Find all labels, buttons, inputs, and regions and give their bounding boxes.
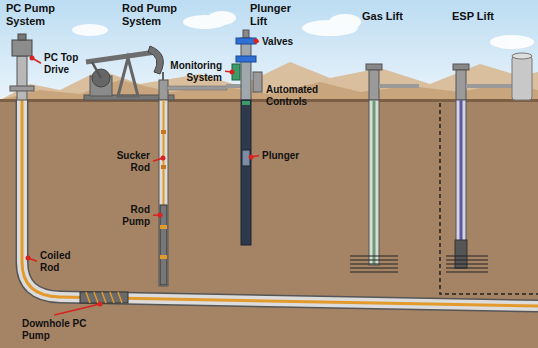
pc-pump-well: [22, 100, 538, 306]
pc-pump-well: [22, 100, 538, 306]
pc-pump-well: [22, 100, 538, 306]
pumpjack: [84, 46, 174, 100]
pc-top-drive: [10, 34, 34, 100]
system-heading: PC Pump System: [6, 2, 62, 27]
esp-lift-well: [446, 53, 532, 272]
leader-dot: [161, 156, 166, 161]
gas-lift-well: [373, 100, 376, 265]
part-label: Monitoring System: [164, 60, 222, 83]
part-label: Sucker Rod: [112, 150, 150, 173]
rod-pump-well: [163, 100, 165, 205]
part-label: PC Top Drive: [44, 52, 84, 75]
leader-dot: [158, 213, 163, 218]
rod-pump-well: [160, 225, 167, 229]
gas-lift-well: [350, 64, 419, 272]
rod-pump-well: [159, 100, 168, 286]
esp-lift-well: [466, 84, 512, 88]
leader-line: [54, 304, 100, 315]
plunger-lift-well: [236, 56, 256, 62]
pc-top-drive: [17, 56, 27, 100]
gas-lift-well: [366, 64, 382, 70]
part-label: Plunger: [262, 150, 299, 162]
plunger-lift-well: [226, 84, 241, 88]
rod-pump-well: [159, 80, 168, 100]
pc-top-drive: [18, 34, 26, 40]
plunger-lift-well: [253, 72, 262, 92]
pc-top-drive: [10, 86, 34, 91]
clouds: [72, 24, 108, 36]
pumpjack: [118, 58, 138, 96]
system-heading: Plunger Lift: [250, 2, 300, 27]
plunger-lift-well: [226, 30, 262, 245]
esp-lift-well: [456, 100, 466, 268]
plunger-lift-well: [241, 38, 251, 100]
rod-pump-well: [160, 255, 167, 259]
rod-pump-well: [161, 130, 166, 134]
part-label: Rod Pump: [114, 204, 150, 227]
pumpjack: [86, 52, 156, 62]
pumpjack: [148, 46, 163, 74]
esp-lift-well: [456, 70, 466, 100]
part-label: Downhole PC Pump: [22, 318, 94, 341]
part-label: Automated Controls: [266, 84, 326, 107]
system-heading: ESP Lift: [452, 10, 494, 23]
esp-lift-well: [446, 256, 488, 272]
pc-pump-well: [22, 100, 538, 306]
system-heading: Gas Lift: [362, 10, 403, 23]
leader-dot: [254, 39, 259, 44]
pc-pump-well: [86, 292, 122, 303]
part-label: Valves: [262, 36, 293, 48]
plunger-lift-well: [241, 100, 251, 245]
rod-pump-well: [159, 80, 227, 286]
leader-dot: [249, 155, 254, 160]
clouds: [490, 35, 534, 49]
rod-pump-well: [167, 86, 227, 90]
esp-lift-well: [512, 53, 532, 59]
pumpjack: [92, 62, 101, 78]
gas-lift-well: [369, 70, 379, 100]
region-divider: [440, 103, 538, 294]
gas-lift-well: [369, 100, 379, 265]
clouds: [329, 14, 361, 30]
plunger-lift-well: [242, 101, 250, 105]
pumpjack: [162, 72, 164, 80]
leader-dot: [26, 256, 31, 261]
system-heading: Rod Pump System: [122, 2, 180, 27]
rod-pump-well: [161, 165, 166, 169]
gas-lift-well: [379, 84, 419, 88]
pc-top-drive: [12, 40, 32, 56]
esp-lift-well: [512, 56, 532, 100]
esp-lift-well: [453, 64, 469, 70]
leader-dot: [30, 56, 35, 61]
gas-lift-well: [350, 256, 398, 272]
esp-lift-well: [460, 100, 463, 240]
leader-dot: [98, 302, 103, 307]
ground: [0, 100, 538, 348]
clouds: [208, 11, 236, 25]
leader-dot: [230, 70, 235, 75]
plunger-lift-well: [236, 38, 256, 44]
pc-pump-well: [80, 292, 128, 303]
plunger-lift-well: [243, 30, 249, 38]
part-label: Coiled Rod: [40, 250, 76, 273]
